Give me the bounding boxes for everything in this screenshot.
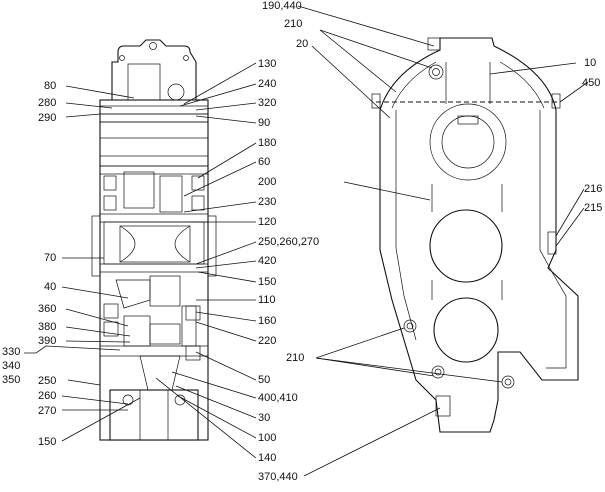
label-260-b: 260 (38, 390, 57, 402)
label-60: 60 (258, 156, 271, 168)
label-80: 80 (44, 80, 57, 92)
label-120: 120 (258, 216, 277, 228)
label-110: 110 (258, 294, 276, 306)
label-150: 150 (258, 276, 277, 288)
label-220: 220 (258, 335, 277, 347)
label-30: 30 (258, 412, 271, 424)
label-280: 280 (38, 97, 57, 109)
label-380: 380 (38, 321, 57, 333)
label-130: 130 (258, 58, 277, 70)
label-210-bottom: 210 (286, 352, 305, 364)
label-230: 230 (258, 196, 277, 208)
label-270-b: 270 (38, 405, 57, 417)
label-390: 390 (38, 335, 57, 347)
label-90: 90 (258, 117, 271, 129)
label-350: 350 (2, 374, 21, 386)
label-340: 340 (2, 360, 21, 372)
label-190-440: 190,440 (262, 0, 302, 12)
label-320: 320 (258, 97, 277, 109)
label-420: 420 (258, 255, 277, 267)
leader-lines (24, 5, 589, 477)
label-400-410: 400,410 (258, 392, 298, 404)
label-100: 100 (258, 432, 277, 444)
label-180: 180 (258, 137, 277, 149)
label-290: 290 (38, 112, 57, 124)
front-view-drawing (371, 37, 579, 433)
label-250-b: 250 (38, 375, 57, 387)
label-10: 10 (584, 57, 597, 69)
label-330: 330 (2, 346, 21, 358)
label-360: 360 (38, 303, 57, 315)
label-215: 215 (584, 202, 603, 214)
label-70: 70 (44, 252, 57, 264)
label-240: 240 (258, 78, 277, 90)
section-view-drawing (91, 39, 217, 441)
label-50: 50 (258, 374, 271, 386)
label-450: 450 (582, 77, 601, 89)
label-216: 216 (584, 183, 603, 195)
label-370-440: 370,440 (258, 471, 298, 483)
label-140: 140 (258, 452, 277, 464)
label-150-b: 150 (38, 436, 57, 448)
label-40: 40 (44, 281, 57, 293)
label-20: 20 (296, 38, 309, 50)
label-160: 160 (258, 315, 277, 327)
label-200: 200 (258, 176, 277, 188)
label-210-top: 210 (284, 18, 303, 30)
label-250-260-270: 250,260,270 (258, 236, 320, 248)
